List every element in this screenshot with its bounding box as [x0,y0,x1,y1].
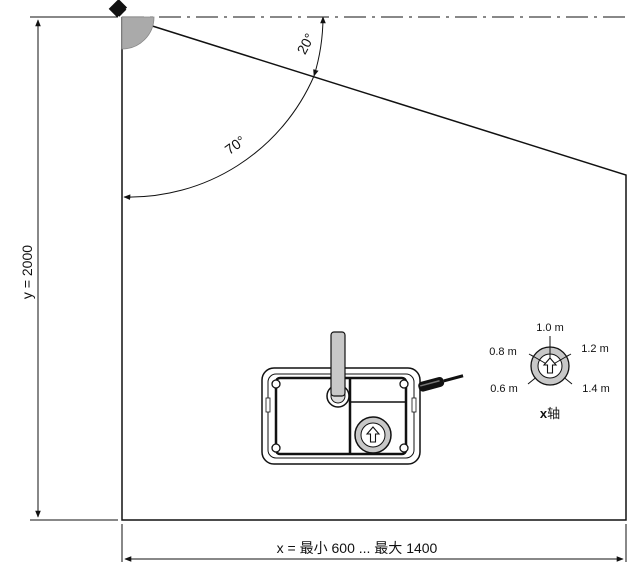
knob-arrow-icon [365,426,381,443]
dimension-x-label: x = 最小 600 ... 最大 1400 [277,540,438,556]
axis-x-caption-bold: x [540,406,548,421]
sensor-icon [108,0,128,18]
dial-label-1-2: 1.2 m [581,343,609,355]
axis-x-caption: x轴 [540,406,560,421]
angle-arc-70 [123,75,315,200]
range-dial [527,336,573,386]
angle-arc-20 [313,16,326,77]
room-outline [121,17,627,521]
sensor-detection-cone [121,16,155,50]
dial-label-0-8: 0.8 m [489,346,517,358]
dial-arrow-icon [542,357,558,374]
device-cable [330,331,346,397]
dimension-y-label: y = 2000 [19,245,35,299]
angle-label-20: 20° [294,31,318,57]
dial-label-0-6: 0.6 m [490,383,518,395]
axis-x-caption-rest: 轴 [547,406,560,421]
screwdriver-icon [418,374,464,392]
dial-label-1-4: 1.4 m [582,383,610,395]
angle-label-70: 70° [222,132,249,157]
dial-label-1-0: 1.0 m [536,322,564,334]
controller-device [261,331,421,465]
